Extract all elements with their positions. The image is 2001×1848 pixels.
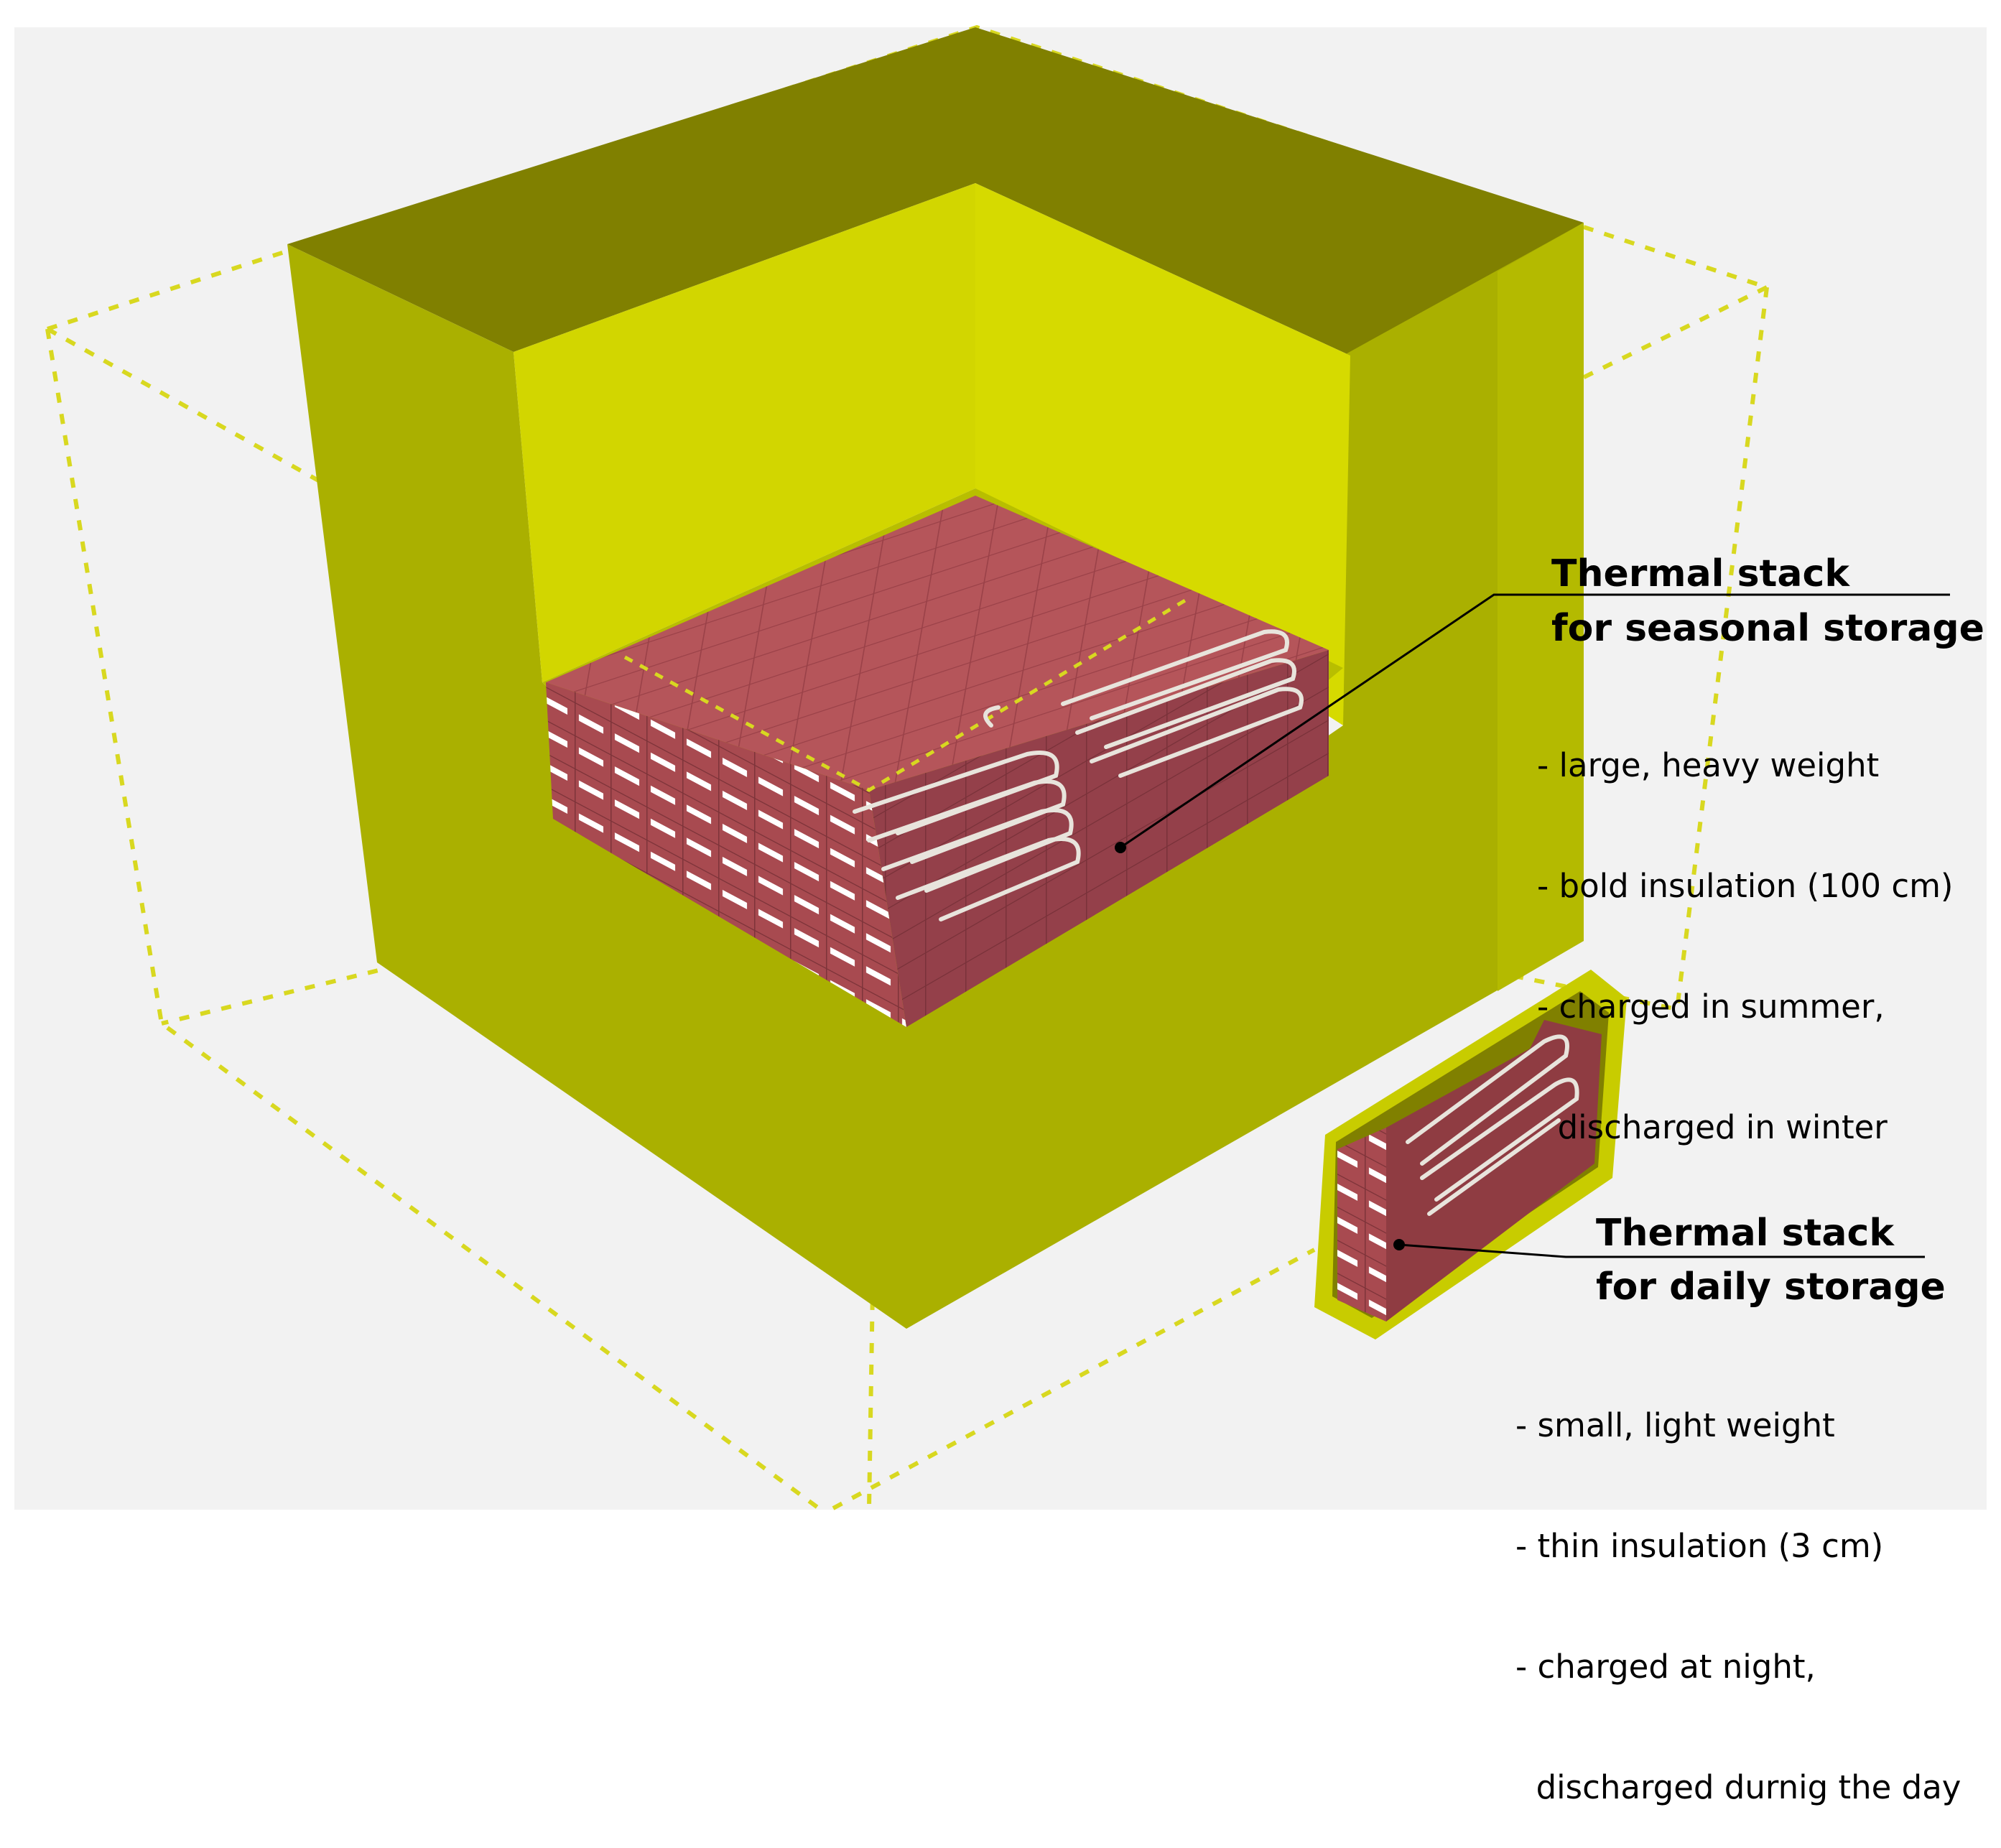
heating-pipes — [853, 629, 1304, 921]
diagram-canvas — [14, 24, 1987, 1510]
seasonal-bullet: discharged in winter — [1537, 1108, 1888, 1146]
seasonal-leader — [1120, 593, 1950, 849]
daily-stack-front — [1337, 1128, 1386, 1322]
daily-bullet: - small, light weight — [1515, 1406, 1835, 1444]
seasonal-title-line2: for seasonal storage — [1551, 607, 1984, 650]
daily-leader-dot — [1393, 1239, 1405, 1250]
daily-bullet: discharged durnig the day — [1515, 1768, 1961, 1806]
daily-title-line2: for daily storage — [1596, 1266, 1946, 1309]
cube-right-face-shade — [1498, 223, 1584, 991]
daily-stack-side — [1386, 1020, 1602, 1322]
cube-right-face — [906, 223, 1584, 1329]
small-insulated-box — [1314, 970, 1627, 1339]
daily-pipes — [1406, 1034, 1579, 1216]
seasonal-bullet-list: - large, heavy weight - bold insulation … — [1537, 665, 1953, 1188]
daily-bullet-list: - small, light weight - thin insulation … — [1515, 1325, 1961, 1848]
stack-front-face — [546, 682, 906, 1027]
leader-lines — [1120, 593, 1950, 1258]
stack-dashed-line — [623, 594, 1194, 792]
daily-title-line1: Thermal stack — [1596, 1212, 1894, 1255]
cube-top-face — [287, 27, 1584, 356]
cube-inner-back-right — [975, 183, 1350, 725]
stack-top-face — [546, 496, 1329, 790]
seasonal-bullet: - bold insulation (100 cm) — [1537, 867, 1954, 905]
stack-side-face — [869, 650, 1329, 1027]
daily-bullet: - charged at night, — [1515, 1648, 1816, 1686]
seasonal-title-line1: Thermal stack — [1551, 552, 1849, 595]
seasonal-bullet: - large, heavy weight — [1537, 746, 1880, 784]
brick-stack — [546, 496, 1329, 1027]
cube-inner-back-left — [514, 183, 975, 682]
daily-leader — [1398, 1243, 1925, 1258]
seasonal-leader-dot — [1115, 842, 1126, 853]
seasonal-bullet: - charged in summer, — [1537, 988, 1885, 1026]
daily-bullet: - thin insulation (3 cm) — [1515, 1527, 1884, 1565]
